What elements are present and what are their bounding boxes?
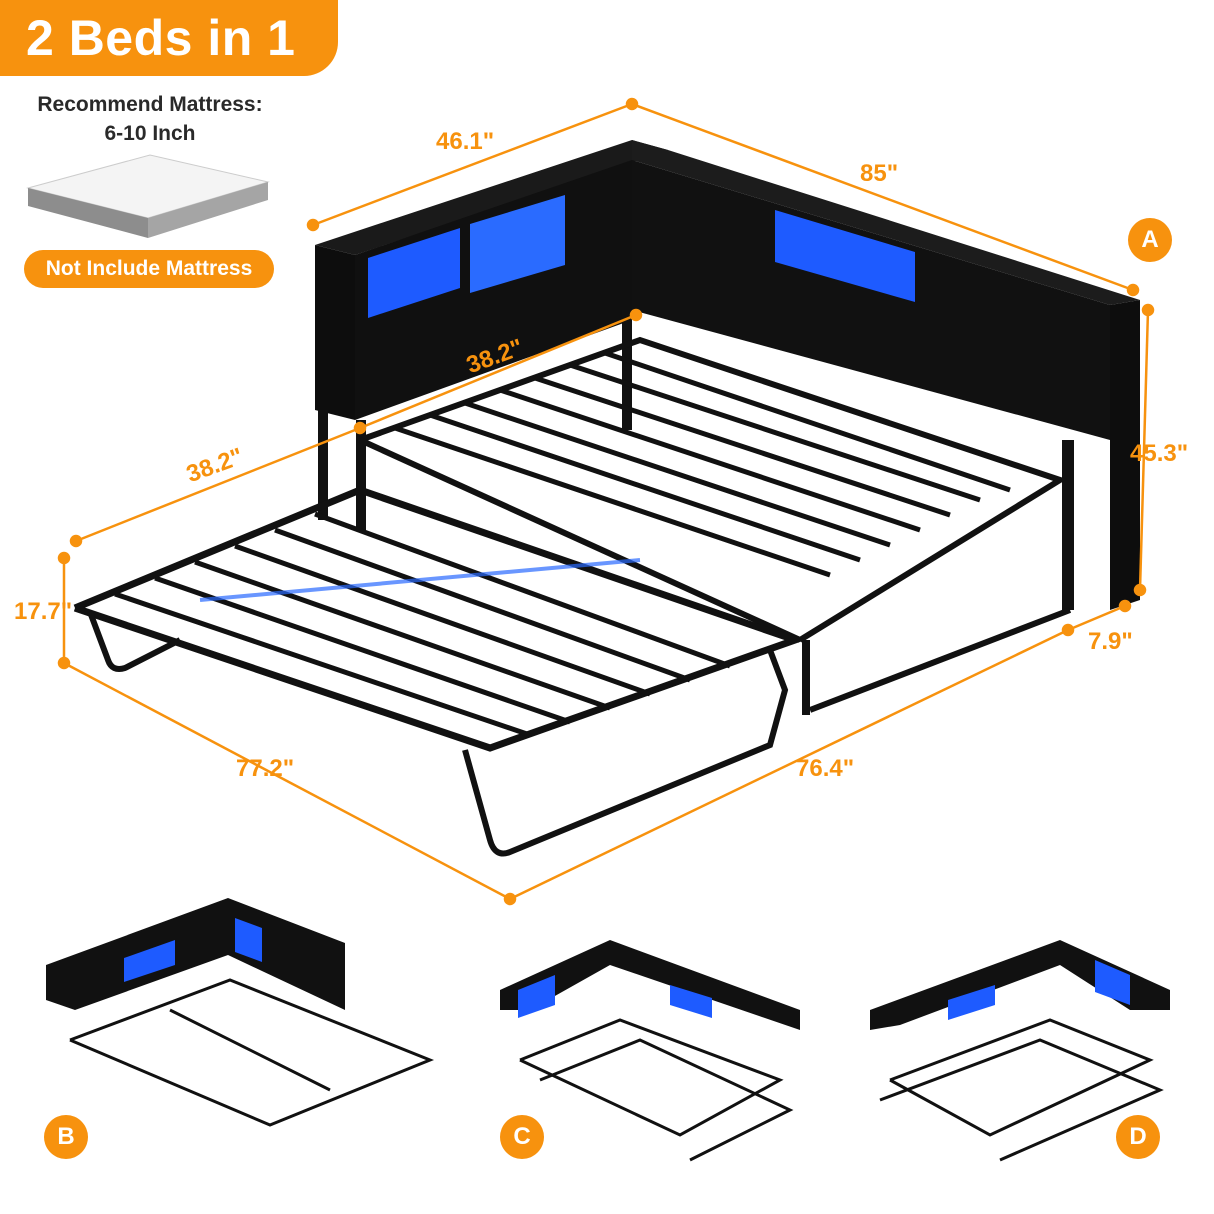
- recommend-size: 6-10 Inch: [104, 122, 196, 145]
- dim-trundle-length: 77.2": [236, 755, 295, 782]
- thumbnail-b: [46, 898, 435, 1127]
- dim-bed-length: 76.4": [796, 755, 855, 782]
- thumbnail-d: [870, 940, 1170, 1162]
- page-title: 2 Beds in 1: [26, 10, 296, 66]
- dim-headboard-long: 85": [860, 160, 899, 187]
- config-badge-b: B: [44, 1115, 88, 1159]
- dim-depth: 7.9": [1088, 628, 1133, 655]
- not-included-badge: Not Include Mattress: [24, 250, 274, 288]
- config-badge-c: C: [500, 1115, 544, 1159]
- dim-headboard-side: 46.1": [436, 128, 495, 155]
- config-badge-a: A: [1128, 218, 1172, 262]
- config-badge-d: D: [1116, 1115, 1160, 1159]
- thumbnail-c: [500, 940, 800, 1162]
- title-banner: 2 Beds in 1: [0, 0, 338, 76]
- dim-height: 45.3": [1130, 440, 1189, 467]
- recommend-label: Recommend Mattress:: [37, 93, 263, 116]
- dimension-lines: [57, 97, 1155, 906]
- recommend-mattress: Recommend Mattress: 6-10 Inch: [0, 90, 300, 148]
- dim-trundle-height: 17.7": [14, 598, 73, 625]
- main-bed-a: [73, 140, 1140, 857]
- mattress-image: [26, 154, 270, 238]
